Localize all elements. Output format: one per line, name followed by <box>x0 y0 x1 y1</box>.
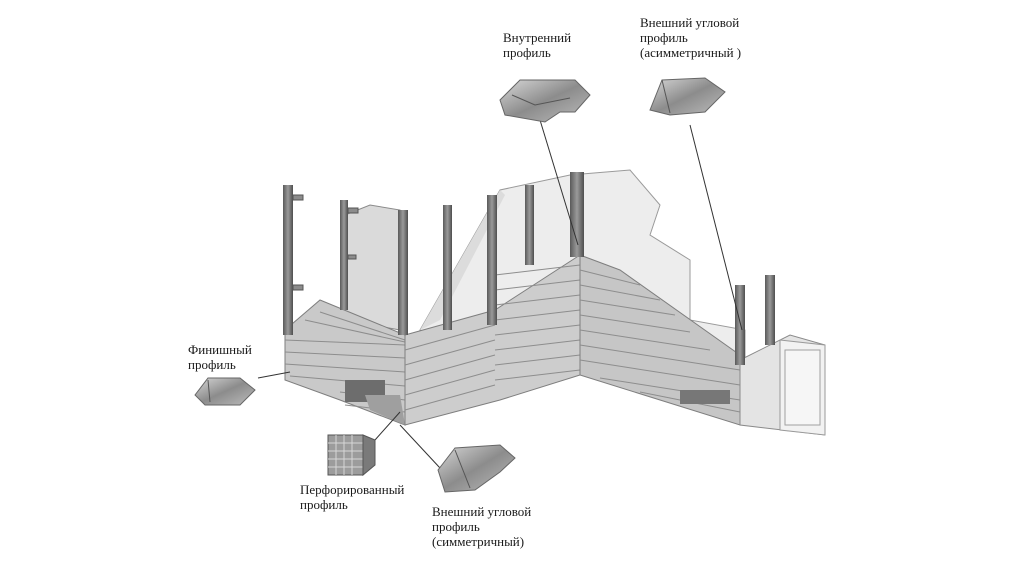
insulation-panel <box>344 204 401 331</box>
siding-right <box>579 254 741 426</box>
label-finish-profile: Финишный профиль <box>188 342 252 372</box>
vertical-posts <box>283 172 775 365</box>
finish-profile-icon <box>194 377 256 406</box>
right-end-wall <box>739 334 826 436</box>
outer-corner-sym-icon <box>437 444 516 493</box>
label-outer-corner-sym: Внешний угловой профиль (симметричный) <box>432 504 532 549</box>
brackets <box>292 194 359 291</box>
leader-lines <box>257 119 743 469</box>
label-perforated-profile: Перфорированный профиль <box>300 482 405 512</box>
label-inner-profile: Внутренний профиль <box>503 30 572 60</box>
label-outer-corner-asym: Внешний угловой профиль (асимметричный ) <box>640 15 742 60</box>
inner-profile-icon <box>499 79 591 123</box>
outer-corner-asym-icon <box>649 77 726 116</box>
perforated-profile-icon <box>327 434 376 477</box>
